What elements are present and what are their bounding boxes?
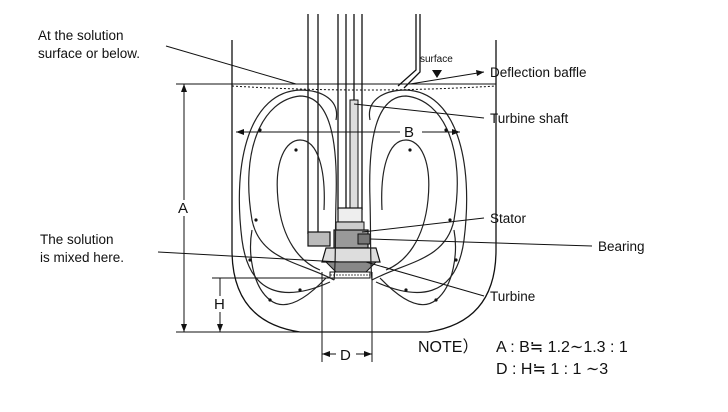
dimension-d: D <box>321 272 373 364</box>
dimension-h: H <box>212 277 330 332</box>
dimension-b: B <box>236 124 460 141</box>
solution-surface-label-2: surface or below. <box>38 46 140 61</box>
solution-mixed-label-1: The solution <box>40 232 114 247</box>
flow-arrow-marks <box>248 128 458 302</box>
deflection-baffle-label: Deflection baffle <box>490 65 587 80</box>
note-line-1: A : B≒ 1.2∼1.3 : 1 <box>496 339 628 356</box>
solution-mixed-label-2: is mixed here. <box>40 250 124 265</box>
shaft-assembly <box>307 14 363 234</box>
deflection-baffle <box>397 14 417 87</box>
flow-loops-left <box>238 89 338 306</box>
surface-label: surface <box>420 54 453 65</box>
note-line-2: D : H≒ 1 : 1 ∼3 <box>496 361 608 378</box>
dimension-b-label: B <box>404 124 414 141</box>
stator-label: Stator <box>490 211 527 226</box>
turbine-shaft-rod <box>349 99 359 211</box>
stator-assembly <box>307 207 381 279</box>
dimension-a: A <box>176 83 300 333</box>
tank-wall <box>231 40 497 333</box>
dimension-a-label: A <box>178 200 188 217</box>
surface-marker: surface <box>420 54 453 78</box>
solution-surface-label-1: At the solution <box>38 28 124 43</box>
note-prefix: NOTE） <box>418 338 478 356</box>
flow-loops-right <box>368 89 468 306</box>
dimension-h-label: H <box>214 296 225 313</box>
turbine-label: Turbine <box>490 289 535 304</box>
dimension-d-label: D <box>340 347 351 364</box>
leader-lines <box>157 45 593 297</box>
deflection-baffle-inner <box>403 14 421 89</box>
surface-meniscus <box>231 85 497 91</box>
turbine-shaft-label: Turbine shaft <box>490 111 569 126</box>
bearing-label: Bearing <box>598 239 645 254</box>
surface-triangle <box>432 70 442 78</box>
